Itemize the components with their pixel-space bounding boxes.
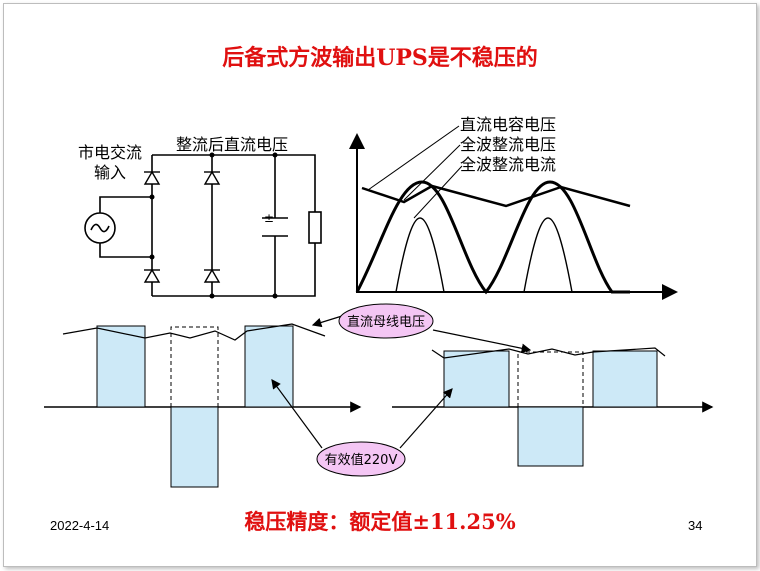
positive-pulse xyxy=(244,325,294,408)
slide-date: 2022-4-14 xyxy=(50,518,110,533)
rectified-voltage-label: 整流后直流电压 xyxy=(176,135,288,154)
dc-bus-ripple xyxy=(431,347,666,359)
dc-bus-callout: 直流母线电压 xyxy=(311,303,532,354)
regulation-accuracy-text: 稳压精度：额定值±11.25% xyxy=(244,509,516,534)
capacitor-polarity: ± xyxy=(264,211,274,225)
page-number: 34 xyxy=(688,518,703,533)
dc-cap-voltage-label: 直流电容电压 xyxy=(460,115,556,134)
dc-bus-callout-label: 直流母线电压 xyxy=(347,315,425,330)
load-resistor xyxy=(308,211,322,244)
full-wave-current-label: 全波整流电流 xyxy=(460,155,556,174)
rectifier-waveform-graph xyxy=(349,133,678,300)
input-label-2: 输入 xyxy=(94,163,126,182)
negative-pulse xyxy=(170,406,219,488)
positive-pulse xyxy=(592,350,658,408)
left-square-wave xyxy=(44,323,362,488)
dc-cap-voltage-curve xyxy=(361,184,631,208)
full-wave-voltage-curve xyxy=(355,180,630,295)
positive-pulse xyxy=(443,350,510,408)
circuit-nodes xyxy=(149,152,278,299)
diode-icon xyxy=(143,268,161,283)
positive-pulse xyxy=(96,325,146,408)
diode-icon xyxy=(203,170,221,185)
rms-callout-label: 有效值220V xyxy=(325,452,398,468)
right-square-wave xyxy=(392,347,714,467)
input-label: 市电交流 xyxy=(78,143,142,162)
full-wave-voltage-label: 全波整流电压 xyxy=(460,135,556,154)
diode-icon xyxy=(143,170,161,185)
diode-bridge xyxy=(143,170,221,283)
waveform-leader-lines xyxy=(367,125,463,219)
missing-pulse-outline xyxy=(170,326,219,407)
dc-bus-ripple xyxy=(62,323,326,341)
slide-title: 后备式方波输出UPS是不稳压的 xyxy=(222,45,538,71)
full-wave-current-curve xyxy=(523,217,573,293)
rms-callout: 有效值220V xyxy=(271,379,453,477)
full-wave-current-curve xyxy=(395,217,445,293)
diode-icon xyxy=(203,268,221,283)
missing-pulse-outline xyxy=(517,351,584,407)
negative-pulse xyxy=(517,406,584,467)
